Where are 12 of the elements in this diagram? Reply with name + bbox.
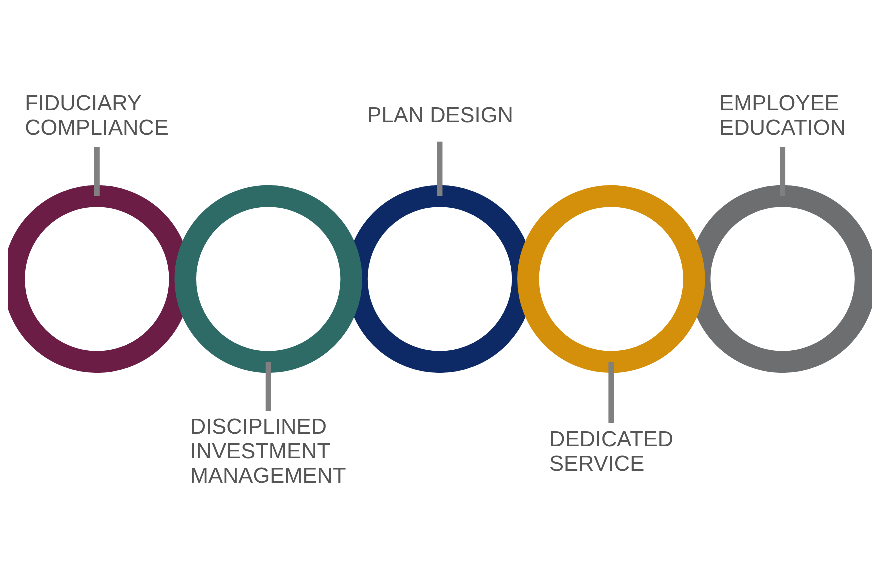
- connector: [780, 147, 786, 196]
- connector: [437, 141, 443, 196]
- node-text: DISCIPLINED INVESTMENT MANAGEMENT: [190, 414, 346, 488]
- connector: [608, 362, 614, 423]
- node-gear: [518, 184, 706, 373]
- node-text: EMPLOYEE EDUCATION: [720, 90, 846, 140]
- connector: [266, 362, 272, 410]
- node-text: FIDUCIARY COMPLIANCE: [25, 90, 169, 140]
- connector: [94, 147, 100, 196]
- node-text: PLAN DESIGN: [367, 102, 514, 128]
- node-text: DEDICATED SERVICE: [550, 426, 674, 476]
- node-gear: [174, 184, 362, 373]
